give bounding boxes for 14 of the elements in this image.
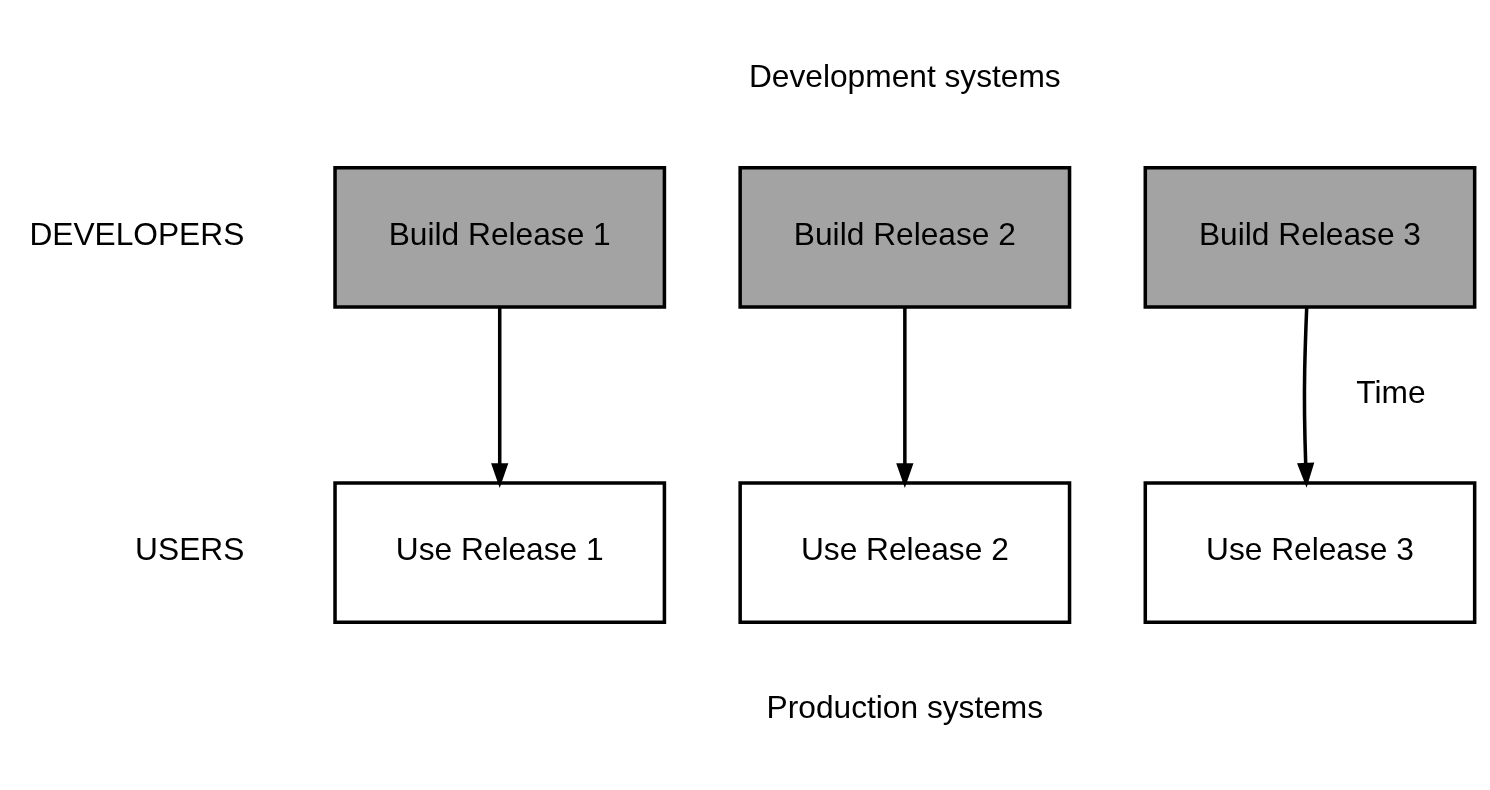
label: DEVELOPERS [29, 216, 245, 253]
node-box: Use Release 2 [738, 481, 1072, 624]
node-box: Build Release 1 [333, 166, 667, 309]
node-box: Use Release 3 [1143, 481, 1477, 624]
label: USERS [135, 531, 245, 568]
node-box: Build Release 3 [1143, 166, 1477, 309]
arrow [1297, 307, 1315, 488]
arrow [491, 307, 509, 488]
label: Time [1356, 373, 1426, 410]
label: Development systems [748, 58, 1061, 95]
node-box: Build Release 2 [738, 166, 1072, 309]
node-box: Use Release 1 [333, 481, 667, 624]
arrow [896, 307, 914, 488]
label: Production systems [766, 689, 1044, 726]
